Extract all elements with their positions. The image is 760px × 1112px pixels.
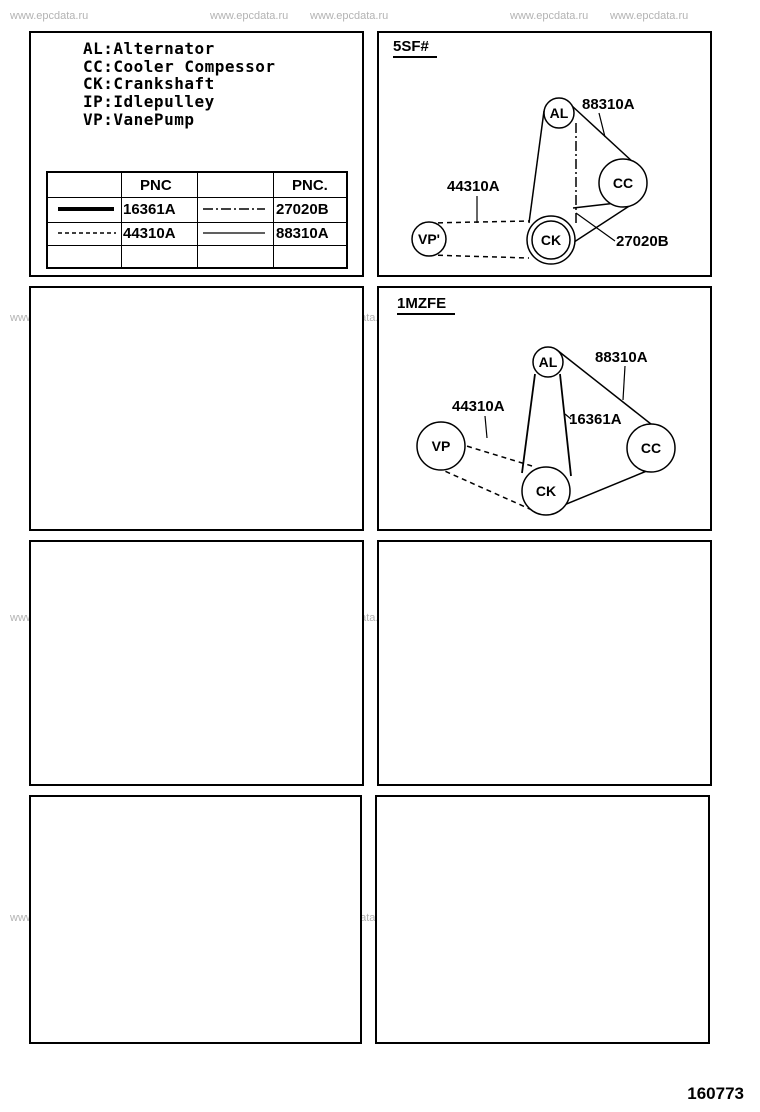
table-cell-16361a: 16361A bbox=[123, 201, 176, 218]
diagram-5sf-title: 5SF# bbox=[393, 38, 430, 55]
watermark-text: www.epcdata.ru bbox=[210, 10, 289, 22]
empty-panel-4 bbox=[29, 795, 362, 1044]
belt-44310a-bottom bbox=[428, 254, 530, 259]
belt-88310a-upper bbox=[570, 104, 635, 164]
label-44310a: 44310A bbox=[452, 398, 505, 415]
belt-al-ck-left bbox=[528, 110, 545, 224]
pulley-ck-label: CK bbox=[536, 483, 556, 499]
watermark-text: www.epcdata.ru bbox=[10, 10, 89, 22]
leader-16361a bbox=[564, 413, 572, 420]
belt-44310a-top bbox=[428, 220, 530, 224]
watermark-text: www.epcdata.ru bbox=[310, 10, 389, 22]
dash-dot-line-symbol bbox=[203, 208, 265, 210]
dashed-line-symbol bbox=[58, 232, 116, 234]
pulley-vp-label: VP' bbox=[418, 231, 440, 247]
label-88310a: 88310A bbox=[582, 96, 635, 113]
empty-panel-1 bbox=[29, 286, 364, 531]
pulley-al-label: AL bbox=[539, 354, 558, 370]
belt-16361a-left bbox=[521, 373, 536, 474]
thin-solid-line-symbol bbox=[203, 232, 265, 234]
leader-88310a bbox=[598, 112, 606, 138]
legend-idle-pulley: IP:Idlepulley bbox=[83, 92, 215, 111]
table-cell-88310a: 88310A bbox=[276, 225, 329, 242]
legend-crankshaft: CK:Crankshaft bbox=[83, 74, 215, 93]
pulley-cc-label: CC bbox=[613, 175, 633, 191]
leader-44310a bbox=[484, 415, 488, 439]
pulley-al-label: AL bbox=[550, 105, 569, 121]
page-code: 160773 bbox=[687, 1084, 744, 1103]
label-44310a: 44310A bbox=[447, 178, 500, 195]
watermark-text: www.epcdata.ru bbox=[510, 10, 589, 22]
table-cell-27020b: 27020B bbox=[276, 201, 329, 218]
pulley-al-1mzfe bbox=[532, 346, 564, 378]
pulley-vp-1mzfe bbox=[416, 421, 466, 471]
pulley-ck-1mzfe bbox=[521, 466, 571, 516]
pulley-cc-5sf bbox=[598, 158, 648, 208]
diagram-5sf-panel: 5SF# AL CC CK VP' 44310A 88310A 27020B bbox=[377, 31, 712, 277]
empty-panel-5 bbox=[375, 795, 710, 1044]
diagram-1mzfe-svg: 1MZFE AL CC CK VP 44310A 16361A 88310A bbox=[397, 295, 676, 516]
diagram-5sf-svg: 5SF# AL CC CK VP' 44310A 88310A 27020B bbox=[393, 38, 669, 265]
belt-88310a-upper bbox=[556, 349, 657, 429]
belt-16361a-right bbox=[559, 373, 572, 477]
pulley-vp-5sf bbox=[411, 221, 447, 257]
legend-vane-pump: VP:VanePump bbox=[83, 110, 195, 129]
pulley-vp-label: VP bbox=[432, 438, 451, 454]
pulley-ck-label: CK bbox=[541, 232, 561, 248]
pulley-cc-1mzfe bbox=[626, 423, 676, 473]
leader-27020b bbox=[575, 212, 616, 242]
pulley-al-5sf bbox=[543, 97, 575, 129]
belt-legend-table: PNC PNC. 16361A 27020B 44310A 88310A bbox=[46, 171, 348, 269]
watermark-text: www.epcdata.ru bbox=[610, 10, 689, 22]
legend-alternator: AL:Alternator bbox=[83, 39, 215, 58]
diagram-1mzfe-title: 1MZFE bbox=[397, 295, 446, 312]
empty-panel-2 bbox=[29, 540, 364, 786]
legend-panel: AL:Alternator CC:Cooler Compessor CK:Cra… bbox=[29, 31, 364, 277]
leader-88310a bbox=[622, 365, 626, 401]
table-header-pnc-right: PNC. bbox=[292, 177, 328, 194]
label-88310a: 88310A bbox=[595, 349, 648, 366]
table-header-pnc-left: PNC bbox=[140, 177, 172, 194]
label-27020b: 27020B bbox=[616, 233, 669, 250]
solid-thick-line-symbol bbox=[58, 207, 114, 211]
empty-panel-3 bbox=[377, 540, 712, 786]
legend-cooler-compressor: CC:Cooler Compessor bbox=[83, 57, 276, 76]
diagram-1mzfe-panel: 1MZFE AL CC CK VP 44310A 16361A 88310A bbox=[377, 286, 712, 531]
pulley-ck-5sf bbox=[526, 215, 576, 265]
belt-44310a-bottom bbox=[428, 463, 533, 511]
pulley-cc-label: CC bbox=[641, 440, 661, 456]
pulley-ck-inner-ring bbox=[531, 220, 571, 260]
label-16361a: 16361A bbox=[569, 411, 622, 428]
table-cell-44310a: 44310A bbox=[123, 225, 176, 242]
